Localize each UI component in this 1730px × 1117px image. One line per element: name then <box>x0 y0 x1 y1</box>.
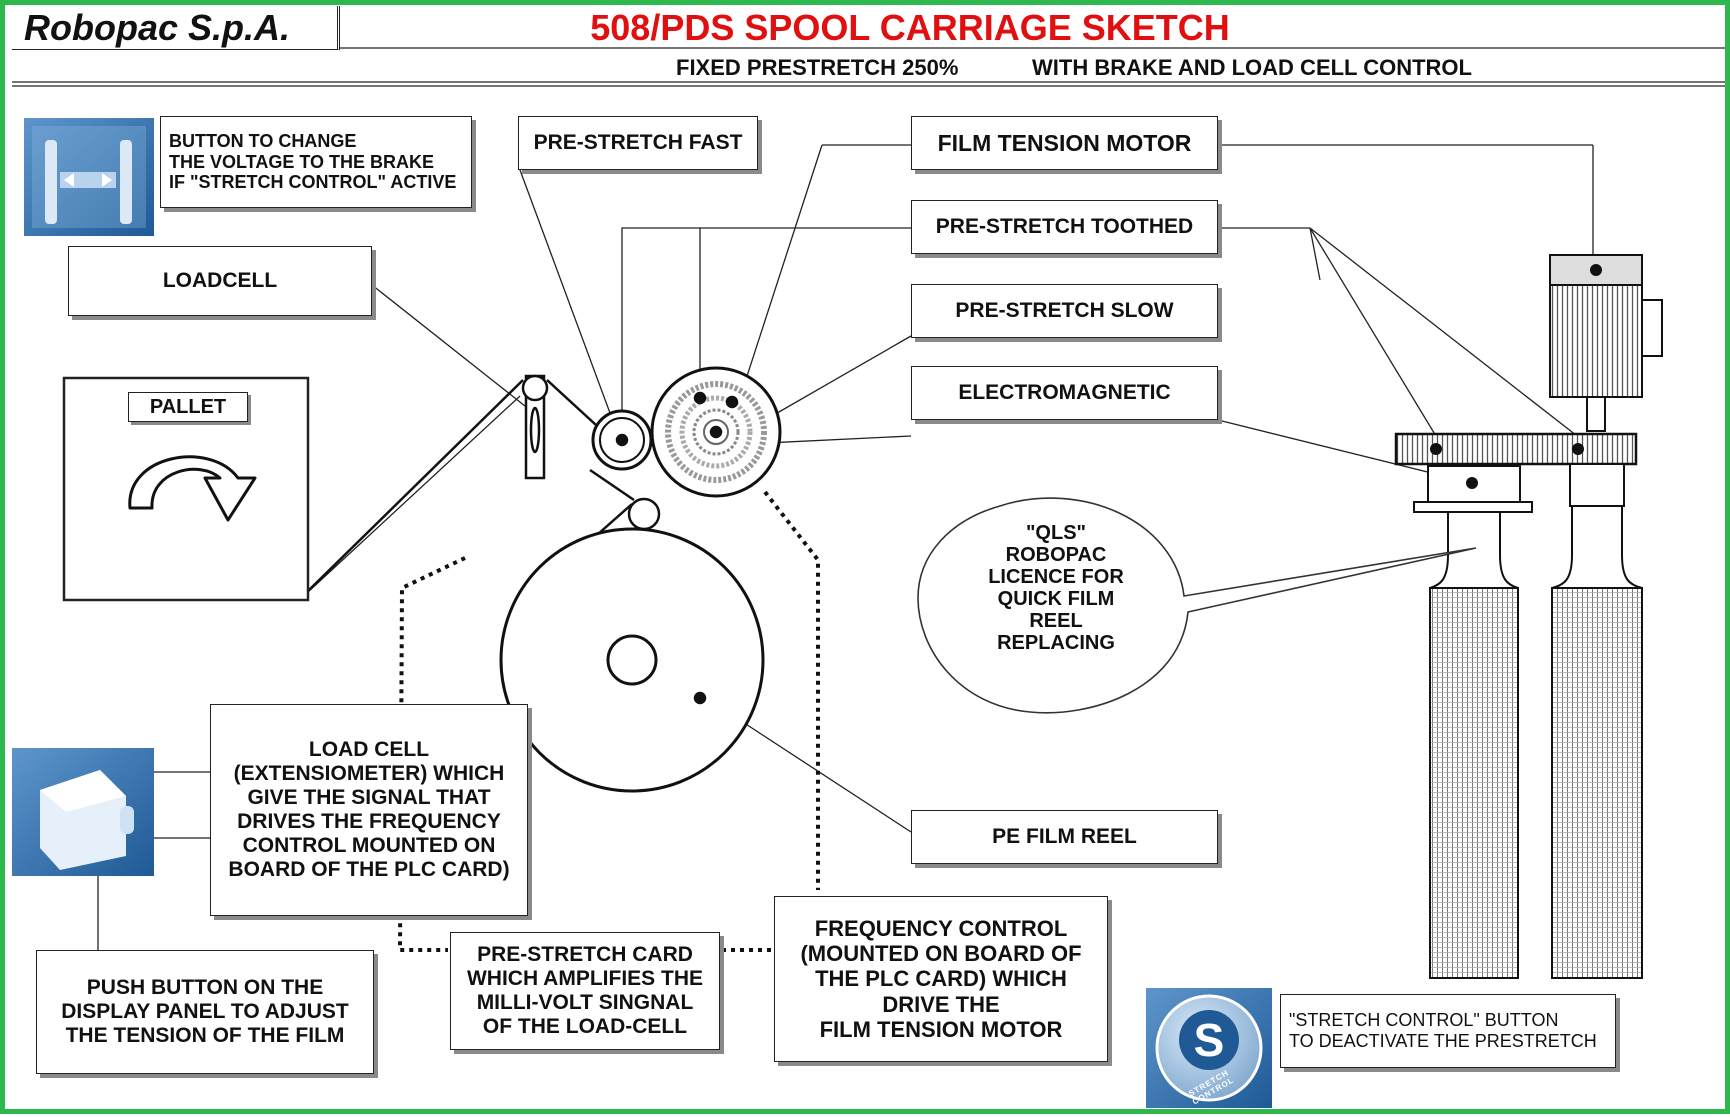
label-push-button-description: PUSH BUTTON ON THE DISPLAY PANEL TO ADJU… <box>36 950 374 1074</box>
subtitle-control: WITH BRAKE AND LOAD CELL CONTROL <box>1032 55 1472 80</box>
stretch-control-button-icon <box>1146 988 1272 1108</box>
label-qls-licence: "QLS" ROBOPAC LICENCE FOR QUICK FILM REE… <box>988 522 1124 654</box>
page-title: 508/PDS SPOOL CARRIAGE SKETCH <box>590 7 1230 48</box>
signal-dotted-lines <box>397 490 820 952</box>
header-rules <box>12 47 1725 87</box>
company-name: Robopac S.p.A. <box>12 6 340 50</box>
label-button-change-voltage: BUTTON TO CHANGE THE VOLTAGE TO THE BRAK… <box>160 116 472 208</box>
label-pallet: PALLET <box>128 392 248 422</box>
display-panel-tablet-icon <box>12 748 154 876</box>
subtitle-prestretch: FIXED PRESTRETCH 250% <box>676 55 959 80</box>
label-prestretch-fast: PRE-STRETCH FAST <box>518 116 758 170</box>
leader-lines <box>97 144 1594 950</box>
label-stretch-control-button: "STRETCH CONTROL" BUTTON TO DEACTIVATE T… <box>1280 994 1616 1068</box>
film-path <box>308 366 782 793</box>
carriage-drawing <box>1394 254 1663 979</box>
qls-balloon <box>917 497 1477 714</box>
label-prestretch-card-description: PRE-STRETCH CARD WHICH AMPLIFIES THE MIL… <box>450 932 720 1050</box>
label-pe-film-reel: PE FILM REEL <box>911 810 1218 864</box>
rotation-arrow-icon <box>128 455 257 522</box>
voltage-button-icon <box>24 118 154 236</box>
label-load-cell-description: LOAD CELL (EXTENSIOMETER) WHICH GIVE THE… <box>210 704 528 916</box>
label-prestretch-slow: PRE-STRETCH SLOW <box>911 284 1218 338</box>
label-loadcell: LOADCELL <box>68 246 372 316</box>
label-film-tension-motor: FILM TENSION MOTOR <box>911 116 1218 170</box>
label-electromagnetic: ELECTROMAGNETIC <box>911 366 1218 420</box>
stretch-logo-letter: S <box>1193 1014 1225 1066</box>
label-prestretch-toothed: PRE-STRETCH TOOTHED <box>911 200 1218 254</box>
label-frequency-control-description: FREQUENCY CONTROL (MOUNTED ON BOARD OF T… <box>774 896 1108 1062</box>
